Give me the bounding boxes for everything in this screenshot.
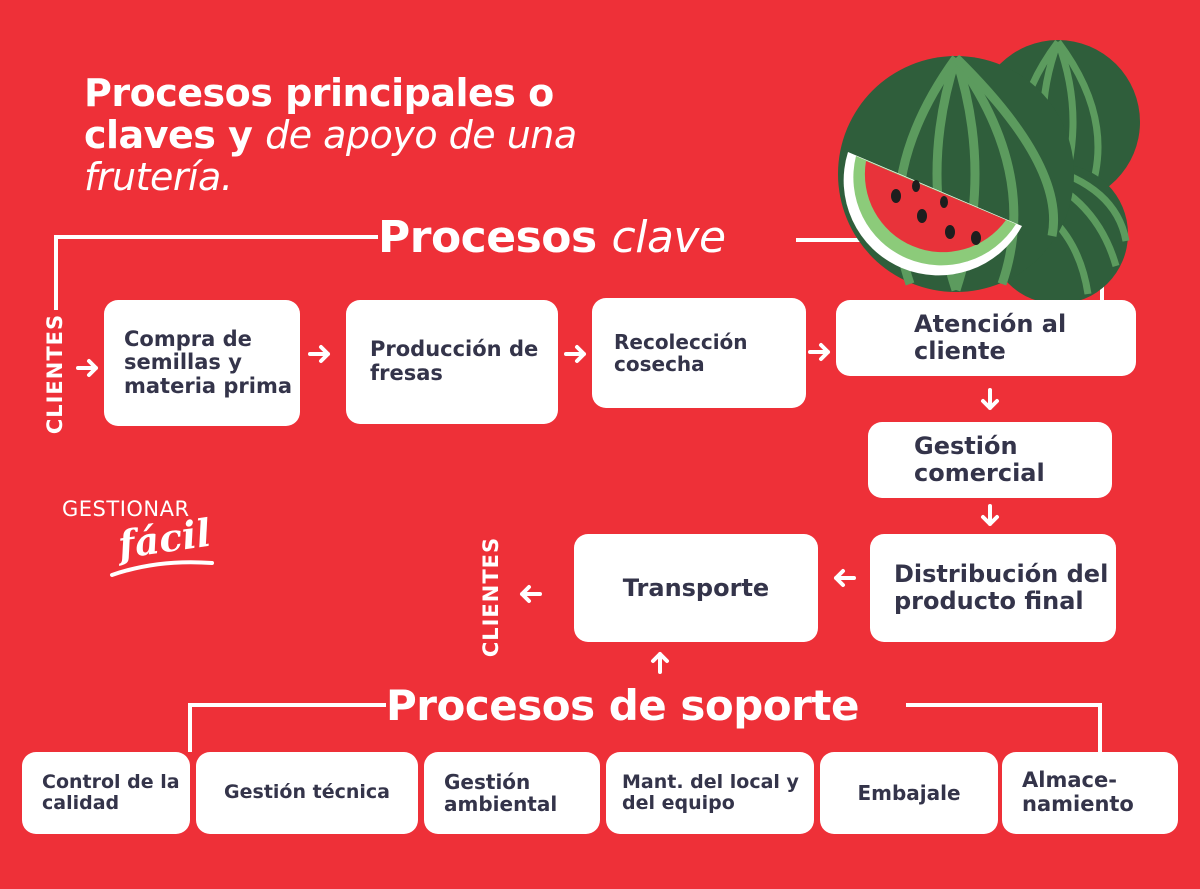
step-customer-service-label: Atención al cliente: [914, 310, 1067, 365]
page-title-bold: Procesos principales o claves y: [84, 71, 554, 157]
support-processes-heading: Procesos de soporte: [386, 681, 859, 730]
key-processes-heading-italic: clave: [611, 212, 727, 263]
arrow-icon: [76, 359, 98, 377]
logo-swoosh-icon: [110, 560, 214, 577]
step-purchase-box: Compra de semillas y materia prima: [104, 300, 300, 426]
arrow-icon: [834, 569, 856, 587]
arrow-icon: [981, 504, 999, 526]
support-packaging-label: Embajale: [857, 780, 961, 805]
logo-gestionar: GESTIONAR: [62, 497, 190, 521]
page-title-italic: de apoyo de una frutería.: [84, 113, 577, 199]
step-production-box: Producción de fresas: [346, 300, 558, 424]
step-commercial-label: Gestión comercial: [914, 432, 1045, 487]
support-maintenance-box: Mant. del local y del equipo: [606, 752, 814, 834]
support-technical-box: Gestión técnica: [196, 752, 418, 834]
support-technical-label: Gestión técnica: [224, 781, 390, 804]
step-customer-service-box: Atención al cliente: [836, 300, 1136, 376]
watermelon-icon: [838, 39, 1140, 304]
key-processes-heading: Procesos clave: [372, 212, 732, 264]
arrow-icon: [520, 585, 542, 603]
step-purchase-label: Compra de semillas y materia prima: [124, 326, 293, 398]
support-packaging-box: Embajale: [820, 752, 998, 834]
support-storage-box: Almace-namiento: [1002, 752, 1178, 834]
step-harvest-label: Recolección cosecha: [614, 329, 748, 376]
support-environmental-label: Gestión ambiental: [444, 769, 558, 816]
support-right-bracket-line: [906, 703, 1102, 752]
arrow-icon: [308, 345, 330, 363]
clients-left-label: CLIENTES: [43, 313, 67, 435]
step-production-label: Producción de fresas: [370, 337, 539, 385]
support-quality-label: Control de la calidad: [42, 770, 180, 814]
support-quality-box: Control de la calidad: [22, 752, 190, 834]
support-storage-label: Almace-namiento: [1022, 768, 1134, 816]
step-harvest-box: Recolección cosecha: [592, 298, 806, 408]
step-distribution-box: Distribución del producto final: [870, 534, 1116, 642]
arrow-icon: [808, 343, 830, 361]
arrow-icon: [651, 652, 669, 674]
arrow-icon: [564, 345, 586, 363]
key-left-bracket-line: [54, 235, 378, 310]
arrow-icon: [981, 388, 999, 410]
step-distribution-label: Distribución del producto final: [894, 560, 1109, 615]
step-transport-box: Transporte: [574, 534, 818, 642]
clients-right-label: CLIENTES: [479, 536, 503, 658]
key-processes-heading-bold: Procesos: [378, 212, 597, 263]
step-transport-label: Transporte: [622, 573, 770, 602]
step-commercial-box: Gestión comercial: [868, 422, 1112, 498]
page-title: Procesos principales o claves y de apoyo…: [84, 72, 644, 198]
support-left-bracket-line: [188, 703, 386, 752]
support-maintenance-label: Mant. del local y del equipo: [622, 770, 799, 814]
support-environmental-box: Gestión ambiental: [424, 752, 600, 834]
